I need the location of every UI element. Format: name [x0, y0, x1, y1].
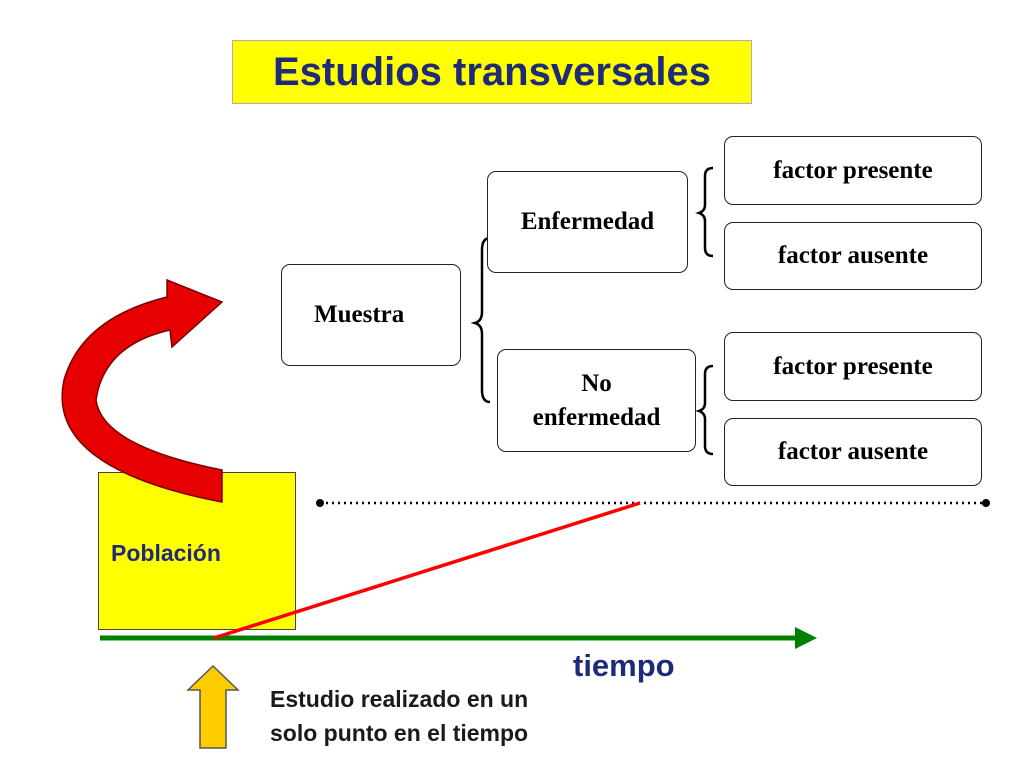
factor-ausente-label-1: factor ausente: [777, 242, 929, 269]
no-enfermedad-label-line2: enfermedad: [532, 403, 661, 431]
study-caption-line1: Estudio realizado en un: [270, 686, 529, 712]
study-caption: Estudio realizado en un solo punto en el…: [270, 682, 610, 750]
up-arrow: [186, 664, 240, 749]
time-axis-arrowhead: [795, 627, 817, 649]
factor-presente-box-2: factor presente: [724, 332, 982, 401]
factor-ausente-box-2: factor ausente: [724, 418, 982, 486]
brace-main: [470, 236, 491, 404]
dotted-line-end-dot: [982, 499, 990, 507]
dotted-line-start-dot: [316, 499, 324, 507]
no-enfermedad-box: No enfermedad: [497, 349, 696, 452]
muestra-box: Muestra: [281, 264, 461, 366]
factor-presente-box-1: factor presente: [724, 136, 982, 205]
curved-arrow: [61, 278, 224, 503]
brace-enfermedad: [695, 166, 714, 258]
enfermedad-label: Enfermedad: [520, 208, 655, 235]
factor-presente-label-2: factor presente: [773, 352, 933, 380]
poblacion-box: Población: [98, 472, 296, 630]
enfermedad-box: Enfermedad: [487, 171, 688, 273]
factor-ausente-box-1: factor ausente: [724, 222, 982, 290]
page-title: Estudios transversales: [232, 40, 752, 104]
muestra-label: Muestra: [314, 301, 405, 328]
tiempo-label: tiempo: [573, 648, 675, 683]
factor-presente-label-1: factor presente: [773, 156, 933, 184]
no-enfermedad-label-line1: No: [581, 369, 612, 397]
poblacion-label: Población: [111, 540, 221, 566]
factor-ausente-label-2: factor ausente: [777, 438, 929, 465]
brace-no-enfermedad: [695, 364, 714, 456]
red-diagonal-line: [213, 501, 641, 640]
study-caption-line2: solo punto en el tiempo: [270, 720, 529, 746]
